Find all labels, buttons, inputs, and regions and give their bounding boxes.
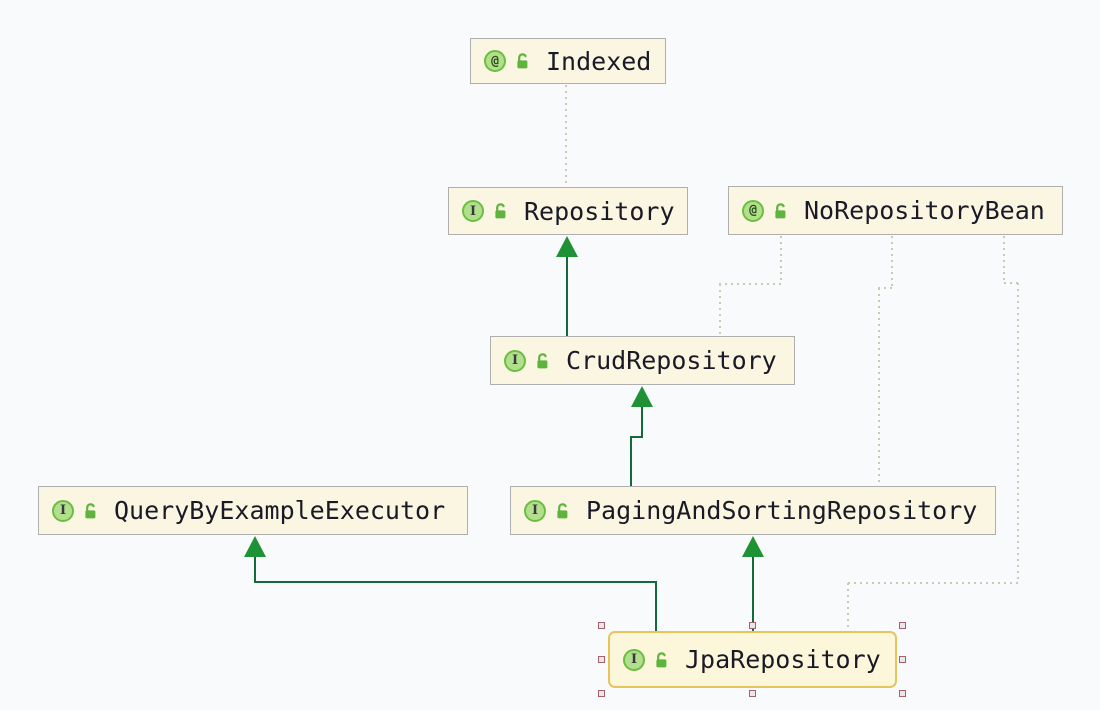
edge-paging-extends-crud-line-seg3 <box>641 407 643 437</box>
edge-jpa-norepositorybean-dotted-seg2 <box>1004 282 1019 284</box>
interface-icon: I <box>462 200 484 222</box>
annotation-icon: @ <box>484 50 506 72</box>
selection-handle-top-left[interactable] <box>598 622 605 629</box>
edge-paging-norepositorybean-dotted-seg3 <box>878 288 880 486</box>
edge-paging-norepositorybean-dotted-seg1 <box>891 236 893 287</box>
selection-handle-bottom-right[interactable] <box>899 690 906 697</box>
edge-jpa-extends-paging-arrowhead <box>742 536 764 557</box>
node-crudrepository[interactable]: I CrudRepository <box>490 336 795 385</box>
interface-icon: I <box>623 648 645 671</box>
edge-jpa-extends-querybyexample-line-seg2 <box>255 581 657 583</box>
unlocked-icon <box>775 202 786 218</box>
unlocked-icon <box>85 502 96 518</box>
node-label: QueryByExampleExecutor <box>114 496 446 525</box>
interface-icon: I <box>52 499 74 522</box>
node-label: CrudRepository <box>566 346 777 375</box>
interface-icon: I <box>524 499 546 522</box>
unlocked-icon <box>537 352 548 368</box>
node-jparepository-selected[interactable]: I JpaRepository <box>608 631 897 688</box>
node-label: Indexed <box>546 46 652 76</box>
edge-jpa-norepositorybean-dotted-seg1 <box>1003 236 1005 282</box>
interface-icon: I <box>504 349 526 372</box>
edge-crud-norepositorybean-dotted-seg2 <box>719 283 781 285</box>
edge-crud-extends-repository-line <box>566 257 568 336</box>
selection-handle-bottom-center[interactable] <box>749 690 756 697</box>
edge-jpa-extends-querybyexample-line-seg3 <box>254 557 256 583</box>
edge-paging-extends-crud-line-seg2 <box>630 436 643 438</box>
edge-jpa-norepositorybean-dotted-seg5 <box>847 583 849 631</box>
node-indexed[interactable]: @ Indexed <box>470 38 666 84</box>
edge-crud-norepositorybean-dotted-seg3 <box>719 284 721 336</box>
edge-jpa-norepositorybean-dotted-seg3 <box>1017 283 1019 582</box>
node-pagingandsortingrepository[interactable]: I PagingAndSortingRepository <box>510 486 996 535</box>
unlocked-icon <box>557 502 568 518</box>
edge-jpa-extends-querybyexample-arrowhead <box>244 536 266 557</box>
unlocked-icon <box>495 203 506 219</box>
edge-jpa-extends-paging-line <box>752 557 754 632</box>
edge-jpa-norepositorybean-dotted-seg4 <box>848 582 1018 584</box>
node-repository[interactable]: I Repository <box>448 187 688 235</box>
edge-paging-extends-crud-arrowhead <box>631 386 653 407</box>
edge-crud-norepositorybean-dotted-seg1 <box>780 236 782 283</box>
selection-handle-mid-right[interactable] <box>899 656 906 663</box>
edge-repository-indexed-dotted <box>565 85 567 187</box>
selection-handle-mid-left[interactable] <box>598 656 605 663</box>
selection-handle-top-right[interactable] <box>899 622 906 629</box>
node-label: NoRepositoryBean <box>804 196 1045 225</box>
annotation-icon: @ <box>742 199 764 222</box>
unlocked-icon <box>517 53 528 69</box>
edge-paging-norepositorybean-dotted-seg2 <box>878 287 892 289</box>
node-label: JpaRepository <box>685 645 881 674</box>
node-norepositorybean[interactable]: @ NoRepositoryBean <box>728 186 1063 235</box>
selection-handle-bottom-left[interactable] <box>598 690 605 697</box>
edge-paging-extends-crud-line-seg1 <box>630 437 632 486</box>
node-querybyexampleexecutor[interactable]: I QueryByExampleExecutor <box>38 486 468 535</box>
unlocked-icon <box>656 651 667 667</box>
node-label: PagingAndSortingRepository <box>586 496 978 525</box>
edge-crud-extends-repository-arrowhead <box>556 236 578 257</box>
node-label: Repository <box>524 196 675 226</box>
edge-jpa-extends-querybyexample-line-seg1 <box>655 582 657 632</box>
selection-handle-top-center[interactable] <box>749 622 756 629</box>
